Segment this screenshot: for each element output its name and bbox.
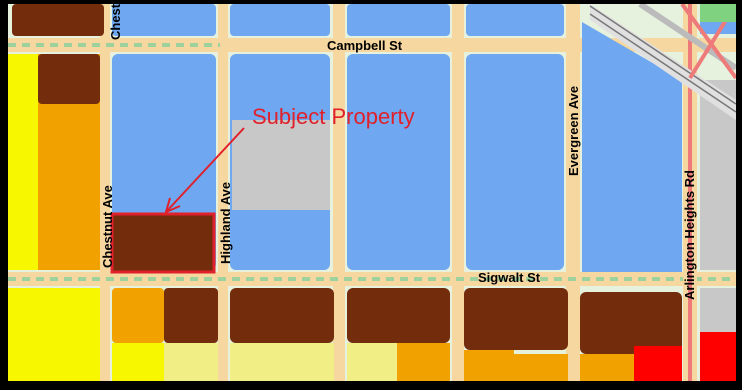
road-network — [8, 4, 736, 381]
street-label-chestnut: Chestnut Ave — [100, 185, 115, 268]
subject-property-label: Subject Property — [252, 104, 415, 129]
blocks-west — [8, 54, 100, 270]
arlington-heights-rd — [683, 4, 697, 381]
subject-property-parcel — [110, 212, 216, 274]
blocks-south — [8, 288, 736, 381]
street-label-arlington-heights: Arlington Heights Rd — [682, 170, 697, 300]
street-label-evergreen: Evergreen Ave — [566, 86, 581, 176]
street-label-campbell: Campbell St — [327, 38, 403, 53]
railway — [589, 4, 736, 120]
street-label-chestnut-top: Chest — [108, 3, 123, 40]
street-label-highland: Highland Ave — [218, 182, 233, 264]
blocks-north — [12, 4, 736, 36]
dashed-route — [8, 43, 736, 281]
street-label-sigwalt: Sigwalt St — [478, 270, 541, 285]
callout-arrow — [164, 127, 245, 214]
